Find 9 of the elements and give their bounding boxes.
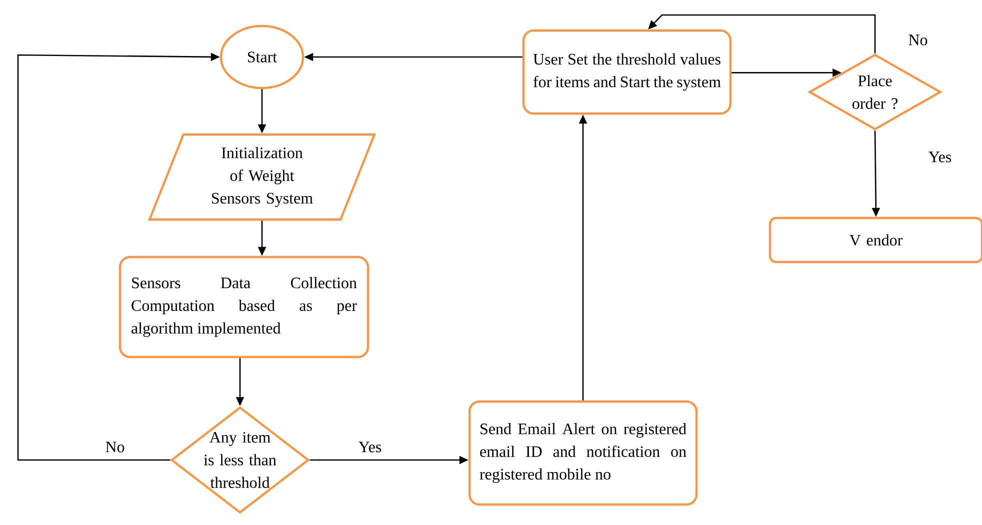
edge-label: Yes [357,440,383,454]
edge-label: Yes [927,150,953,164]
process-box: Sensors Data Collection Computation based as per algorithm implemented [118,256,370,358]
arrow [648,14,876,54]
process-box: Send Email Alert on registered email ID and notification on registered mobile no [468,400,698,506]
edge-label: No [104,440,126,454]
process-box: V endor [768,216,982,264]
edge-label: No [907,34,929,46]
process-box: User Set the threshold values for items and Start the system [522,29,732,115]
